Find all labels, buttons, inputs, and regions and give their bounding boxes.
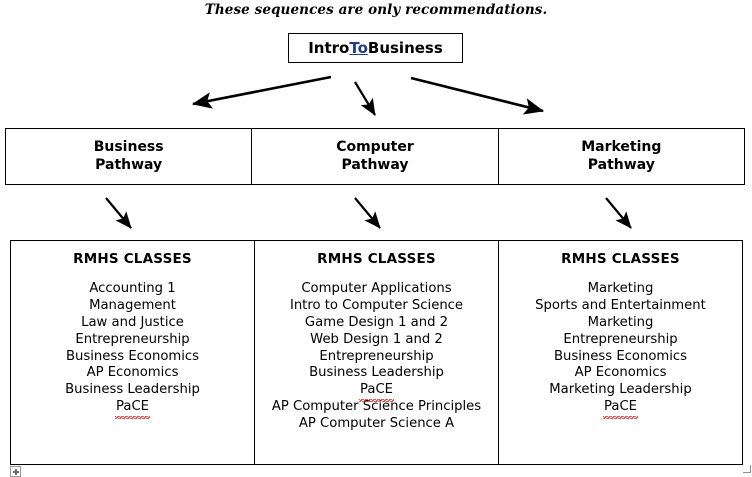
pathway-table: Business Pathway Computer Pathway Market… [5, 128, 745, 185]
spellcheck-squiggle: PaCE [115, 399, 150, 419]
rmhs-class-item: Game Design 1 and 2 [304, 314, 449, 330]
arrow-intro-to-marketing-pathway [410, 76, 545, 115]
arrow-computer-pathway-to-classes [354, 197, 381, 229]
intro-label-before: Intro [308, 39, 350, 57]
spellcheck-squiggle: PaCE [603, 399, 638, 419]
rmhs-class-item: Computer Applications [301, 281, 452, 296]
rmhs-class-item: Web Design 1 and 2 [310, 331, 443, 347]
pathway-cell-marketing[interactable]: Marketing Pathway [499, 129, 744, 184]
rmhs-class-item: Entrepreneurship [563, 331, 678, 347]
rmhs-class-item: PaCE [115, 399, 150, 419]
pathway-label-line2: Pathway [95, 156, 163, 173]
arrow-intro-to-business-pathway [191, 75, 332, 109]
rmhs-class-item: Marketing [587, 281, 654, 296]
rmhs-class-item: Marketing Leadership [549, 382, 692, 398]
intro-label-after: Business [367, 39, 443, 57]
pathway-label-line1: Computer [336, 139, 414, 156]
pathway-cell-business[interactable]: Business Pathway [6, 129, 253, 184]
pathway-label-line2: Pathway [341, 156, 409, 173]
rmhs-class-item: AP Computer Science Principles [271, 399, 482, 415]
rmhs-class-item: Sports and Entertainment [535, 297, 706, 313]
rmhs-class-item: Accounting 1 [89, 281, 176, 296]
rmhs-class-item: Intro to Computer Science [289, 297, 464, 313]
rmhs-class-item: Entrepreneurship [75, 331, 190, 347]
pathway-label-line1: Business [93, 139, 164, 156]
rmhs-class-item: Business Leadership [65, 382, 200, 398]
arrow-intro-to-computer-pathway [354, 81, 376, 116]
rmhs-class-item: PaCE [603, 399, 638, 419]
pathway-cell-computer[interactable]: Computer Pathway [252, 129, 499, 184]
page-title: These sequences are only recommendations… [204, 2, 548, 18]
rmhs-class-item: Business Economics [553, 348, 688, 364]
pathway-label-line1: Marketing [581, 139, 662, 156]
rmhs-header: RMHS CLASSES [317, 251, 436, 267]
intro-label-link[interactable]: To [349, 39, 368, 57]
spellcheck-squiggle: PaCE [359, 382, 394, 403]
rmhs-header: RMHS CLASSES [73, 251, 192, 267]
rmhs-header: RMHS CLASSES [561, 251, 680, 267]
rmhs-class-item: Business Leadership [309, 365, 444, 381]
intro-to-business-box[interactable]: Intro To Business [288, 33, 463, 63]
pathway-label-line2: Pathway [587, 156, 655, 173]
table-move-handle-icon[interactable] [10, 466, 21, 477]
rmhs-class-item: Marketing [587, 314, 654, 330]
arrow-marketing-pathway-to-classes [605, 197, 632, 229]
rmhs-class-item: AP Computer Science A [298, 416, 455, 432]
rmhs-class-item: Entrepreneurship [319, 348, 434, 364]
table-resize-grip-icon[interactable] [743, 465, 751, 473]
rmhs-class-item: AP Economics [86, 365, 179, 381]
rmhs-class-item: AP Economics [574, 365, 667, 381]
arrow-business-pathway-to-classes [105, 197, 132, 229]
rmhs-class-item: Business Economics [65, 348, 200, 364]
rmhs-class-item: Management [89, 297, 176, 313]
rmhs-class-item: Law and Justice [81, 314, 184, 330]
rmhs-class-item: PaCE [359, 382, 394, 403]
